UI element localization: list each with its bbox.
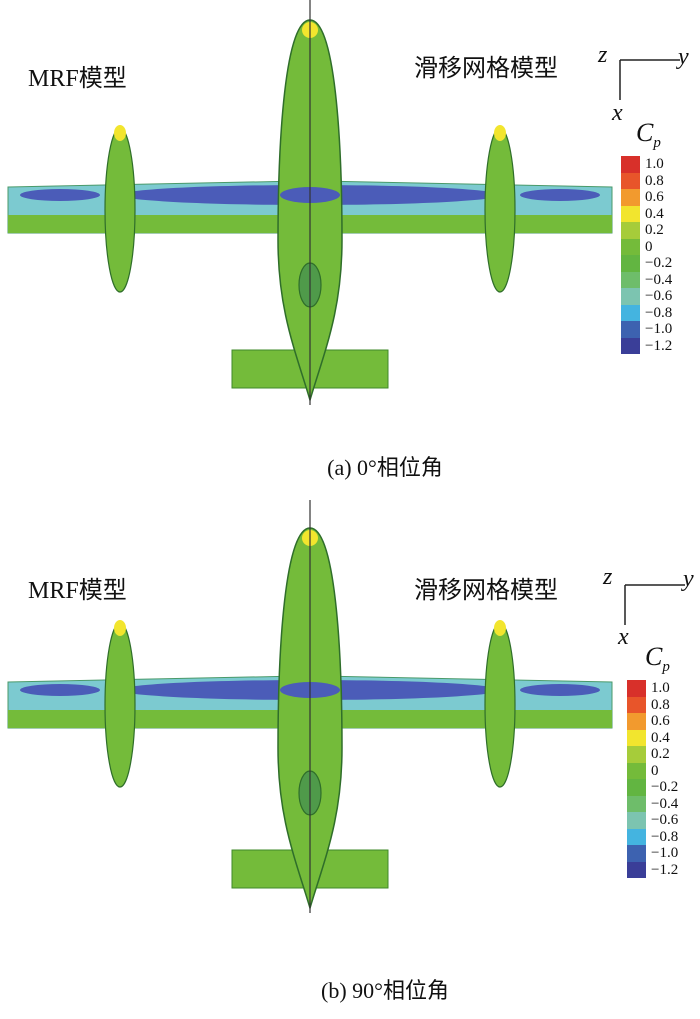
- colorbar-swatch: [621, 189, 640, 206]
- colorbar-swatch: [627, 680, 646, 697]
- colorbar-tick-label: 0.8: [651, 696, 670, 713]
- colorbar-swatch: [627, 696, 646, 713]
- mrf-model-label: MRF模型: [28, 66, 127, 92]
- colorbar-swatch: [621, 222, 640, 239]
- nacelle: [104, 127, 136, 293]
- colorbar-tick-label: 0: [651, 762, 659, 779]
- colorbar-swatch: [621, 337, 640, 354]
- colorbar-swatch: [621, 238, 640, 255]
- sliding-mesh-label: 滑移网格模型: [414, 578, 558, 604]
- colorbar-tick-label: 0.2: [645, 222, 664, 238]
- colorbar-swatch: [621, 321, 640, 338]
- colorbar-swatch: [621, 255, 640, 272]
- axis-z-label: z: [598, 42, 608, 68]
- colorbar-tick-label: −1.2: [645, 337, 673, 354]
- colorbar-title: Cp: [645, 642, 670, 676]
- colorbar-tick-label: −0.2: [651, 779, 679, 795]
- axis-x-label: x: [612, 100, 623, 126]
- colorbar-tick-label: 0.4: [651, 729, 670, 746]
- colorbar-swatch: [627, 779, 646, 796]
- colorbar-tick-label: −0.6: [645, 288, 673, 304]
- nacelle: [484, 622, 516, 788]
- colorbar-tick-label: −1.0: [651, 845, 679, 861]
- colorbar-swatch: [621, 156, 640, 173]
- colorbar-swatch: [621, 205, 640, 222]
- nacelle: [104, 622, 136, 788]
- colorbar-tick-label: 1.0: [651, 680, 670, 696]
- colorbar-swatch: [627, 812, 646, 829]
- nacelle-stagnation: [114, 125, 126, 141]
- colorbar-tick-label: −1.0: [645, 321, 673, 337]
- colorbar-tick-label: −0.8: [645, 304, 673, 321]
- colorbar-tick-label: 0.8: [645, 172, 664, 189]
- colorbar-swatch: [621, 288, 640, 305]
- colorbar-swatch: [627, 845, 646, 862]
- colorbar-tick-label: 1.0: [645, 156, 664, 172]
- axis-triad: [619, 59, 680, 100]
- colorbar-tick-label: 0.6: [645, 189, 664, 205]
- axis-triad: [624, 584, 685, 625]
- nacelle: [484, 127, 516, 293]
- colorbar-tick-label: −0.2: [645, 255, 673, 271]
- colorbar-swatch: [627, 729, 646, 746]
- wingtip-low-pressure-left: [20, 684, 100, 696]
- nacelle-stagnation: [114, 620, 126, 636]
- colorbar-tick-label: 0.6: [651, 713, 670, 729]
- axis-y-label: y: [678, 44, 689, 70]
- wingtip-low-pressure-left: [20, 189, 100, 201]
- axis-x-label: x: [618, 624, 629, 650]
- colorbar-swatch: [627, 828, 646, 845]
- axis-z-label: z: [603, 564, 613, 590]
- nacelle-stagnation: [494, 125, 506, 141]
- nacelle-stagnation: [494, 620, 506, 636]
- colorbar-tick-label: 0.2: [651, 746, 670, 762]
- mrf-model-label: MRF模型: [28, 578, 127, 604]
- aircraft-cp-contour-b: [7, 500, 685, 913]
- caption-b: (b) 90°相位角: [321, 978, 449, 1003]
- colorbar-tick-label: −0.6: [651, 812, 679, 828]
- wingtip-low-pressure-right: [520, 189, 600, 201]
- colorbar-swatch: [627, 713, 646, 730]
- colorbar-swatch: [621, 271, 640, 288]
- colorbar-swatch: [627, 795, 646, 812]
- colorbar-swatch: [621, 172, 640, 189]
- colorbar-tick-label: −0.4: [645, 271, 673, 288]
- colorbar-swatch: [621, 304, 640, 321]
- aircraft-cp-contour-a: [7, 0, 680, 405]
- axis-y-label: y: [683, 566, 694, 592]
- colorbar-tick-label: −1.2: [651, 861, 679, 878]
- colorbar-tick-label: 0.4: [645, 205, 664, 222]
- colorbar-swatch: [627, 861, 646, 878]
- colorbar-tick-label: 0: [645, 238, 653, 255]
- colorbar-swatch: [627, 746, 646, 763]
- wingtip-low-pressure-right: [520, 684, 600, 696]
- colorbar-title: Cp: [636, 118, 661, 152]
- colorbar-swatch: [627, 762, 646, 779]
- colorbar-tick-label: −0.4: [651, 795, 679, 812]
- sliding-mesh-label: 滑移网格模型: [414, 56, 558, 82]
- caption-a: (a) 0°相位角: [327, 455, 443, 480]
- colorbar-tick-label: −0.8: [651, 828, 679, 845]
